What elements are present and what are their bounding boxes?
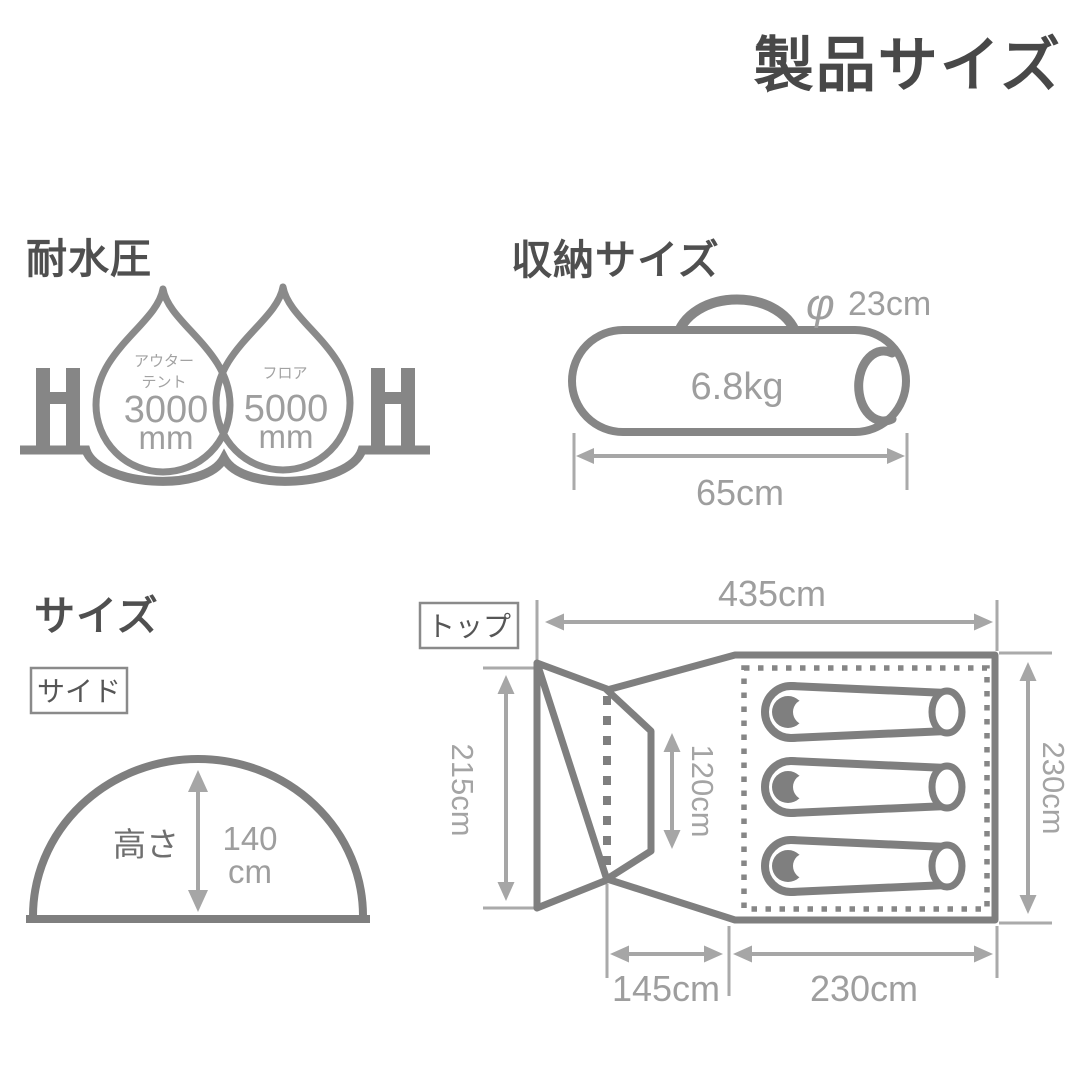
water-resistance-section: 耐水圧 アウター テント 3000 mm フロア 5000 mm <box>20 236 430 486</box>
extension-lines <box>483 600 1052 996</box>
total-length-dimension: 435cm <box>545 573 993 631</box>
total-length-label: 435cm <box>718 573 826 614</box>
height-unit: cm <box>228 853 272 890</box>
page-title: 製品サイズ <box>754 32 1062 99</box>
water-surface-line <box>20 445 430 486</box>
drop-icon <box>212 283 354 474</box>
drop1-value: 3000 <box>124 389 209 431</box>
size-top-view: トップ 435cm 215cm <box>418 573 1071 1009</box>
sleeping-bag-2 <box>765 761 962 813</box>
bag-length-label: 65cm <box>696 472 784 513</box>
front-width-dimension: 215cm <box>445 675 515 901</box>
drop2-value: 5000 <box>244 388 329 430</box>
bag-endcap-crescent <box>854 346 897 426</box>
front-width-label: 215cm <box>445 743 480 836</box>
bag-handle <box>671 294 803 342</box>
water-resistance-heading: 耐水圧 <box>26 236 152 282</box>
drop1-unit: mm <box>139 419 194 456</box>
h-mark-left <box>36 368 80 449</box>
diameter-value: 23cm <box>848 285 931 323</box>
diameter-symbol: φ <box>806 280 835 329</box>
vestibule-depth-label: 145cm <box>612 968 720 1009</box>
vestibule-depth-dimension: 145cm <box>610 945 723 1009</box>
h-mark-right <box>371 368 415 449</box>
water-drop-floor: フロア 5000 mm <box>212 283 354 474</box>
bag-length-dimension: 65cm <box>572 433 909 513</box>
side-label: サイド <box>37 676 121 707</box>
inner-length-dimension: 230cm <box>733 945 993 1009</box>
height-value: 140 <box>222 820 277 857</box>
size-heading: サイズ <box>34 593 159 639</box>
inner-width-label: 230cm <box>1036 741 1071 834</box>
vestibule-flap <box>533 659 611 912</box>
door-width-dimension: 120cm <box>663 733 720 849</box>
sleeping-bag-3 <box>765 840 962 892</box>
size-side-view: サイズ サイド 高さ 140 cm <box>26 593 370 923</box>
bag-weight: 6.8kg <box>691 366 784 408</box>
storage-size-heading: 収納サイズ <box>511 237 720 283</box>
drop2-label: フロア <box>262 365 307 382</box>
drop1-label-line2: テント <box>141 374 186 391</box>
inner-width-dimension: 230cm <box>1019 662 1071 914</box>
water-drop-outer-tent: アウター テント 3000 mm <box>92 285 234 476</box>
top-label: トップ <box>427 611 511 642</box>
storage-bag-body <box>568 326 910 436</box>
top-label-box <box>418 601 520 650</box>
inner-floor-dotted <box>741 665 990 912</box>
tent-side-dome <box>29 755 367 917</box>
drop-icon <box>92 285 234 476</box>
drop2-unit: mm <box>259 418 314 455</box>
sleeping-bag-1 <box>765 686 962 738</box>
storage-size-section: 収納サイズ φ 23cm 6.8kg 65cm <box>511 237 931 513</box>
inner-length-label: 230cm <box>810 968 918 1009</box>
side-label-box <box>29 666 129 715</box>
drop1-label-line1: アウター <box>134 353 194 370</box>
door-width-label: 120cm <box>685 744 720 837</box>
height-dimension: 高さ 140 cm <box>113 770 278 912</box>
height-label: 高さ <box>113 826 179 863</box>
